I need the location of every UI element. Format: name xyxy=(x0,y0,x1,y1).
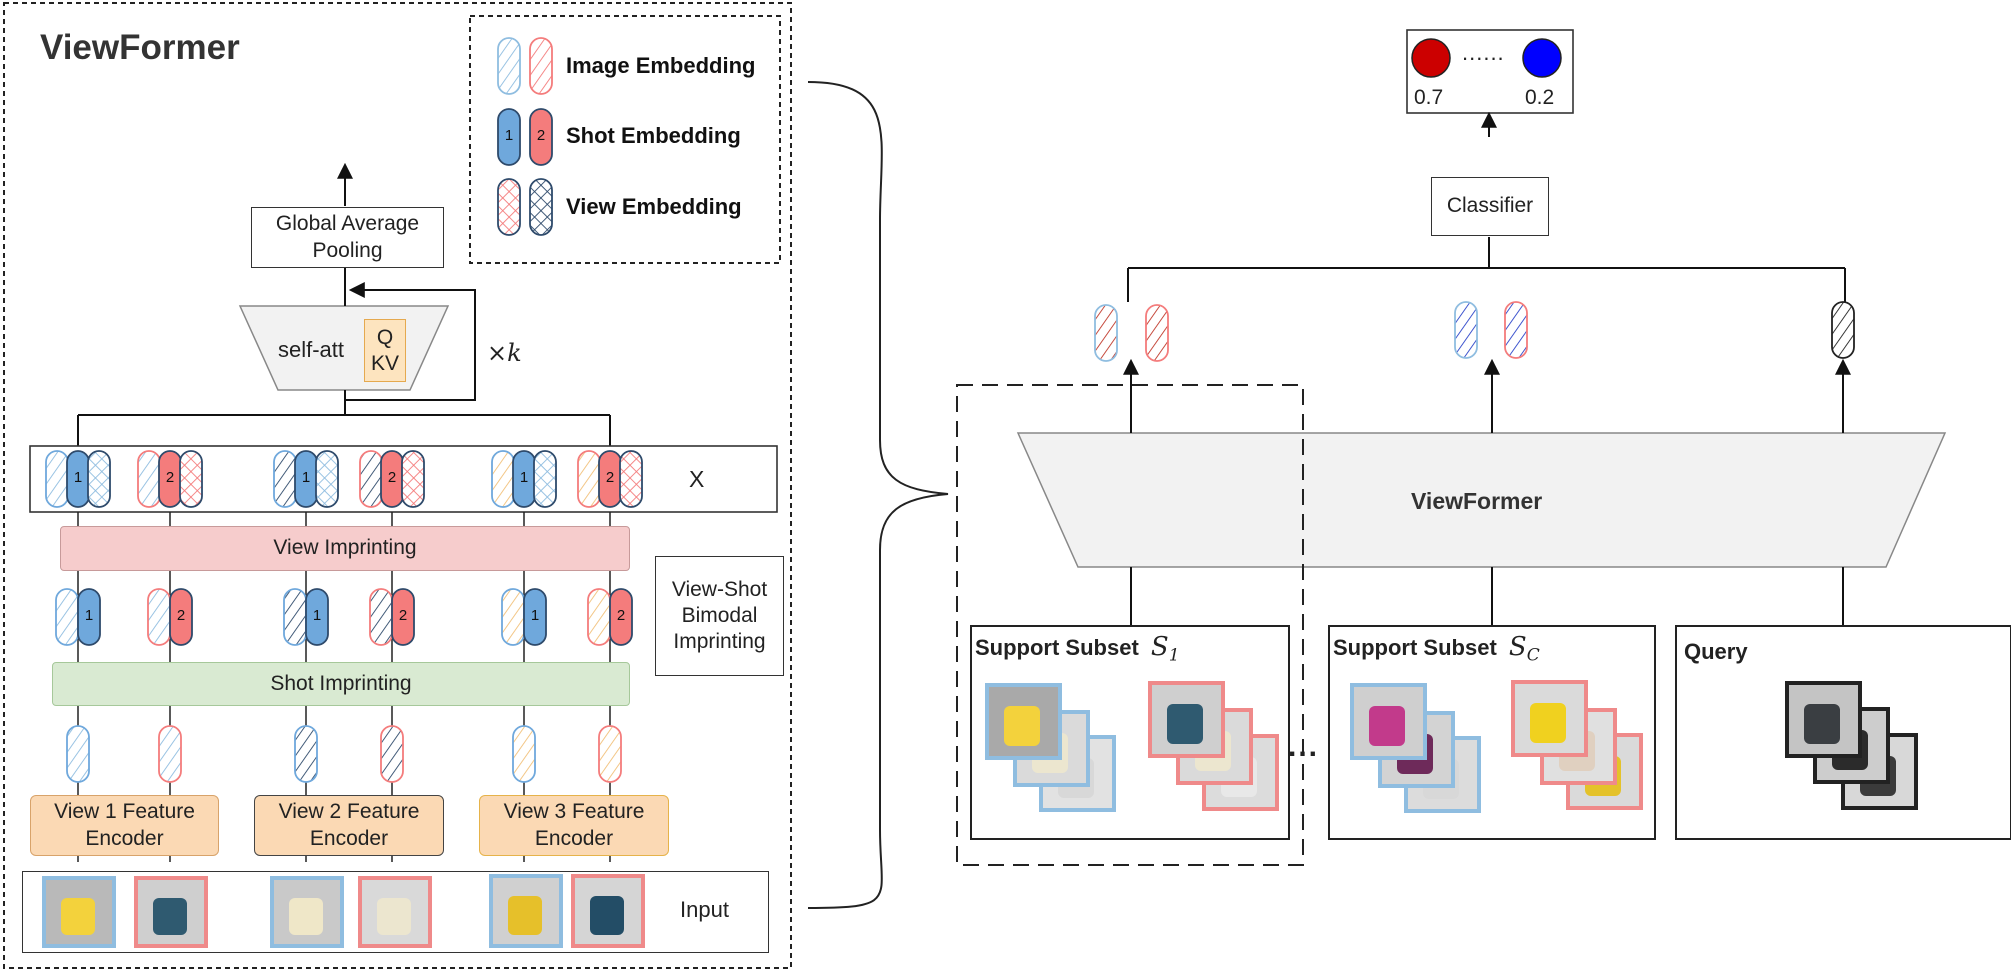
support-subset-1-label: Support Subset xyxy=(975,635,1139,660)
subset-1-shot1-view1 xyxy=(985,683,1062,760)
support-subset-c-symbol: S xyxy=(1508,632,1527,662)
legend-border xyxy=(469,15,781,264)
subset-1-shot2-view1-object xyxy=(1167,704,1204,745)
view-1-feature-encoder: View 1 Feature Encoder xyxy=(30,795,219,856)
subset-c-shot2-view1 xyxy=(1511,680,1588,757)
input-view1-shot1-photo xyxy=(42,876,116,948)
bimodal-imprinting-box: View-Shot Bimodal Imprinting xyxy=(655,556,784,676)
self-att-label: self-att xyxy=(278,337,345,362)
subset-c-shot1-view1-object xyxy=(1369,706,1406,747)
viewformer-panel-border xyxy=(3,2,792,969)
support-subset-c-subscript: C xyxy=(1526,645,1540,666)
ellipsis-probabilities: ...... xyxy=(1462,40,1505,65)
probability-blue-value: 0.2 xyxy=(1525,86,1555,109)
x-row-shot-embedding-6-number: 2 xyxy=(605,469,615,486)
input-view3-shot1-photo-object xyxy=(507,896,542,935)
viewformer-block-label: ViewFormer xyxy=(1411,488,1543,514)
input-view2-shot2-photo-object xyxy=(376,897,411,936)
qkv-box: Q KV xyxy=(364,319,406,382)
x-row-shot-embedding-4-number: 2 xyxy=(387,469,397,486)
query-view1-object xyxy=(1804,704,1841,745)
legend-shot-embedding-icon-2-number: 2 xyxy=(536,127,546,144)
input-view1-shot2-photo xyxy=(134,876,208,948)
shot-imprinted-shot-embedding-5-number: 1 xyxy=(530,607,540,624)
legend-shot-embedding: Shot Embedding xyxy=(566,123,741,148)
legend-view-embedding: View Embedding xyxy=(566,194,742,219)
shot-imprinted-shot-embedding-1-number: 1 xyxy=(84,607,94,624)
subset-c-shot1-view1 xyxy=(1350,683,1427,760)
shot-imprinted-shot-embedding-3-number: 1 xyxy=(312,607,322,624)
input-view2-shot2-photo xyxy=(358,876,432,948)
query-label: Query xyxy=(1684,639,1748,664)
class-probability-blue xyxy=(1522,38,1562,78)
input-view2-shot1-photo-object xyxy=(288,897,323,936)
subset-c-shot2-view1-object xyxy=(1530,703,1567,744)
connecting-brace xyxy=(807,81,949,909)
view-imprinting-bar: View Imprinting xyxy=(60,526,630,571)
x-label: X xyxy=(689,466,705,492)
viewformer-panel-title: ViewFormer xyxy=(40,28,240,67)
query-view1 xyxy=(1785,681,1862,758)
probability-red-value: 0.7 xyxy=(1414,86,1444,109)
x-row-shot-embedding-2-number: 2 xyxy=(165,469,175,486)
shot-imprinted-shot-embedding-6-number: 2 xyxy=(616,607,626,624)
shot-imprinting-bar: Shot Imprinting xyxy=(52,662,630,706)
subset-ellipsis: ... xyxy=(1288,730,1320,763)
input-label: Input xyxy=(680,897,729,922)
support-subset-highlight xyxy=(956,384,1304,866)
token-row-box xyxy=(29,445,778,513)
input-view2-shot1-photo xyxy=(270,876,344,948)
view-2-feature-encoder: View 2 Feature Encoder xyxy=(254,795,444,856)
input-view3-shot2-photo xyxy=(571,874,645,948)
support-subset-1-subscript: 1 xyxy=(1168,645,1180,666)
view-3-feature-encoder: View 3 Feature Encoder xyxy=(479,795,669,856)
viewformer-block xyxy=(1016,432,1947,568)
support-subset-c-label: Support Subset xyxy=(1333,635,1497,660)
input-row-box xyxy=(22,871,769,953)
support-subset-1-symbol: S xyxy=(1150,632,1169,662)
subset-1-shot1-view1-object xyxy=(1004,706,1041,747)
x-row-shot-embedding-5-number: 1 xyxy=(519,469,529,486)
class-probability-red xyxy=(1411,38,1451,78)
x-row-shot-embedding-1-number: 1 xyxy=(73,469,83,486)
x-row-shot-embedding-3-number: 1 xyxy=(301,469,311,486)
classifier-box: Classifier xyxy=(1431,177,1549,236)
input-view3-shot2-photo-object xyxy=(589,896,624,935)
legend-shot-embedding-icon-1-number: 1 xyxy=(504,127,514,144)
repeat-k-label: ×k xyxy=(487,339,522,367)
shot-imprinted-shot-embedding-2-number: 2 xyxy=(176,607,186,624)
input-view1-shot1-photo-object xyxy=(60,897,95,936)
input-view3-shot1-photo xyxy=(489,874,563,948)
global-average-pooling-box: Global Average Pooling xyxy=(251,207,444,268)
shot-imprinted-shot-embedding-4-number: 2 xyxy=(398,607,408,624)
subset-1-shot2-view1 xyxy=(1148,681,1225,758)
input-view1-shot2-photo-object xyxy=(152,897,187,936)
legend-image-embedding: Image Embedding xyxy=(566,53,756,78)
